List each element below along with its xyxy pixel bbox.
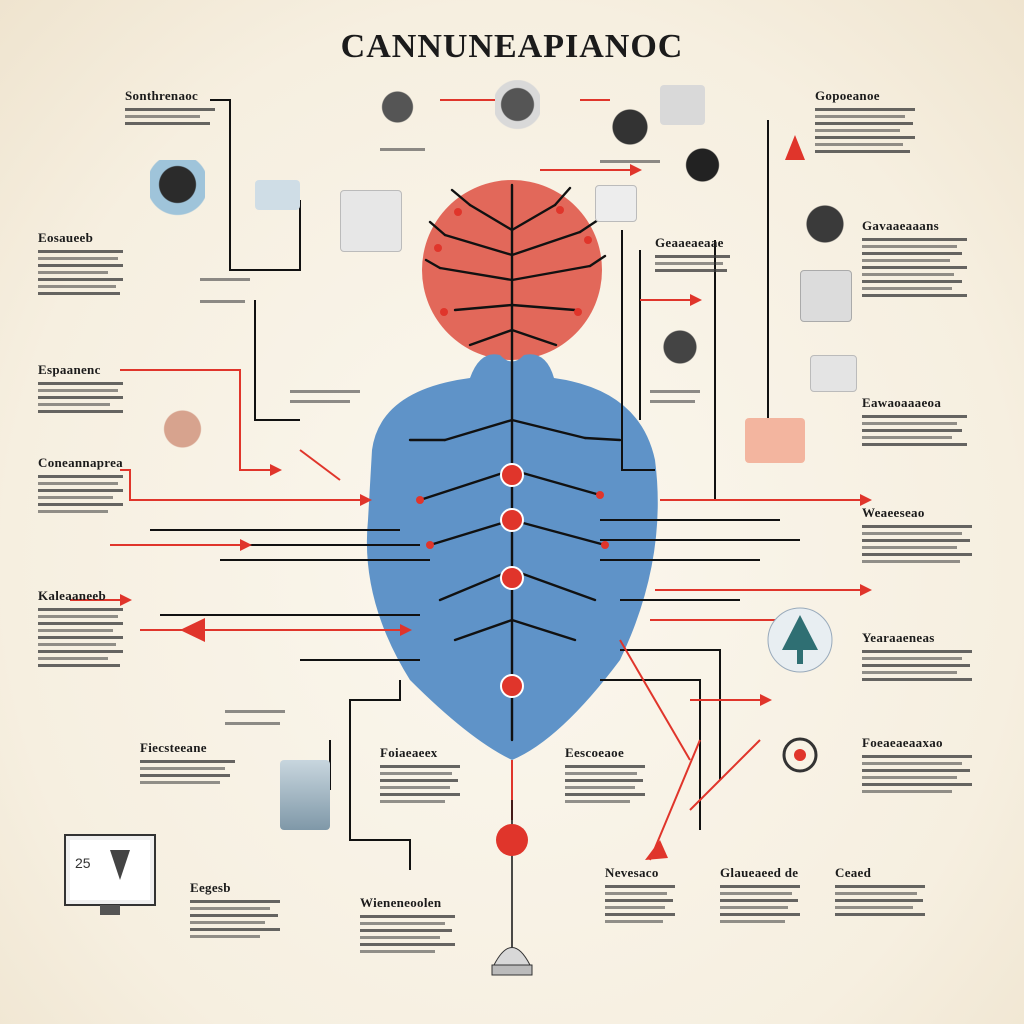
block-heading: Weaeeseao bbox=[862, 505, 925, 520]
document-icon bbox=[810, 355, 857, 392]
text-block: Glaueaeed de bbox=[720, 865, 800, 927]
text-block: Eawaoaaaeoa bbox=[862, 395, 967, 450]
tree-nodes bbox=[416, 206, 609, 698]
text-block: Nevesaco bbox=[605, 865, 675, 927]
page-title: CANNUNEAPIANOC bbox=[340, 28, 684, 65]
text-block: Coneannaprea bbox=[38, 455, 123, 517]
document-icon bbox=[595, 185, 637, 222]
block-heading: Geaaeaeaae bbox=[655, 235, 724, 250]
text-block: Sonthrenaoc bbox=[125, 88, 215, 129]
text-block: Kaleaaneeb bbox=[38, 588, 123, 671]
text-block: Eosaueeb bbox=[38, 230, 123, 299]
block-heading: Foeaeaeaaxao bbox=[862, 735, 943, 750]
caption-line bbox=[600, 160, 660, 163]
text-block: Eescoeaoe bbox=[565, 745, 645, 807]
block-heading: Eosaueeb bbox=[38, 230, 94, 245]
caption-line bbox=[290, 400, 350, 403]
block-heading: Foiaeaeex bbox=[380, 745, 438, 760]
block-heading: Eawaoaaaeoa bbox=[862, 395, 942, 410]
caption-line bbox=[650, 400, 695, 403]
caption-line bbox=[200, 300, 245, 303]
text-block: Espaanenc bbox=[38, 362, 123, 417]
portrait-icon bbox=[600, 105, 660, 160]
block-heading: Eescoeaoe bbox=[565, 745, 625, 760]
caption-line bbox=[650, 390, 700, 393]
red-connectors bbox=[70, 99, 860, 861]
caption-line bbox=[200, 278, 250, 281]
block-heading: Coneannaprea bbox=[38, 455, 123, 470]
block-heading: Espaanenc bbox=[38, 362, 101, 377]
portrait-icon bbox=[155, 405, 210, 465]
block-heading: Ceaed bbox=[835, 865, 872, 880]
text-block: Foiaeaeex bbox=[380, 745, 460, 807]
portrait-icon bbox=[800, 200, 850, 260]
gear-icon bbox=[782, 737, 818, 773]
text-block: Gopoeanoe bbox=[815, 88, 915, 157]
block-heading: Fiecsteeane bbox=[140, 740, 207, 755]
text-block: Eegesb bbox=[190, 880, 280, 942]
portrait-icon bbox=[680, 145, 725, 195]
text-block: Geaaeaeaae bbox=[655, 235, 730, 276]
block-heading: Nevesaco bbox=[605, 865, 659, 880]
monitor-icon: 25 bbox=[64, 834, 156, 915]
document-icon bbox=[800, 270, 852, 322]
svg-text:25: 25 bbox=[75, 855, 91, 871]
portrait-icon bbox=[495, 80, 540, 150]
document-icon bbox=[745, 418, 805, 463]
text-block: Weaeeseao bbox=[862, 505, 972, 567]
text-block: Ceaed bbox=[835, 865, 925, 920]
landscape-tree-icon bbox=[767, 607, 833, 673]
block-heading: Sonthrenaoc bbox=[125, 88, 199, 103]
machine-icon bbox=[280, 760, 330, 830]
text-block: Gavaaeaaans bbox=[862, 218, 967, 301]
caption-line bbox=[380, 148, 425, 151]
text-block: Fiecsteeane bbox=[140, 740, 235, 788]
document-icon bbox=[255, 180, 300, 210]
caption-line bbox=[225, 722, 280, 725]
text-block: Wieneneoolen bbox=[360, 895, 455, 957]
block-heading: Gavaaeaaans bbox=[862, 218, 939, 233]
block-heading: Yearaaeneas bbox=[862, 630, 935, 645]
block-heading: Wieneneoolen bbox=[360, 895, 442, 910]
block-heading: Eegesb bbox=[190, 880, 231, 895]
caption-line bbox=[290, 390, 360, 393]
block-heading: Glaueaeed de bbox=[720, 865, 799, 880]
lamp-icon bbox=[491, 800, 533, 976]
portrait-icon bbox=[375, 85, 420, 140]
document-icon bbox=[660, 85, 705, 125]
text-block: Foeaeaeaaxao bbox=[862, 735, 972, 797]
caption-line bbox=[225, 710, 285, 713]
block-heading: Kaleaaneeb bbox=[38, 588, 106, 603]
block-heading: Gopoeanoe bbox=[815, 88, 880, 103]
portrait-icon bbox=[150, 160, 205, 230]
tree-structure bbox=[408, 183, 622, 742]
document-icon bbox=[340, 190, 402, 252]
text-block: Yearaaeneas bbox=[862, 630, 972, 685]
portrait-icon bbox=[655, 325, 705, 380]
